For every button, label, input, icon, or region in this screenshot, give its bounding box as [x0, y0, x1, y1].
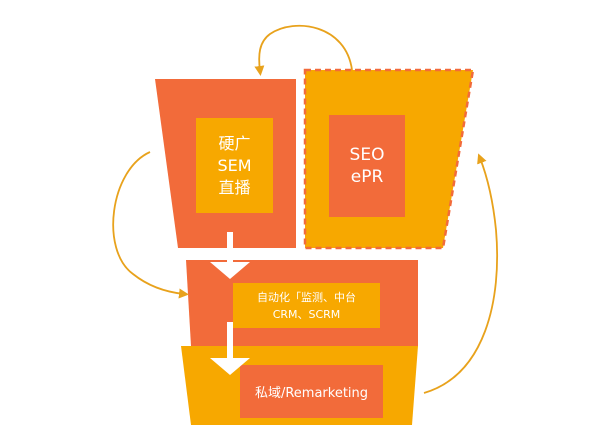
- down-arrow-top-icon: [210, 232, 250, 279]
- organic-box: [329, 115, 405, 217]
- left-loop-arrow-icon: [112, 151, 189, 299]
- automation-line-1: 自动化「监测、中台: [257, 290, 356, 304]
- down-arrow-bottom-icon: [210, 322, 250, 375]
- organic-line-1: SEO: [349, 145, 385, 165]
- private-domain-box: [240, 365, 383, 418]
- paid-box: [196, 118, 273, 213]
- automation-line-2: CRM、SCRM: [272, 307, 341, 321]
- paid-line-3: 直播: [218, 177, 251, 197]
- paid-line-1: 硬广: [218, 133, 251, 153]
- private-domain-label: 私域/Remarketing: [240, 365, 383, 418]
- automation-box: [233, 283, 380, 328]
- paid-line-2: SEM: [217, 155, 252, 175]
- organic-line-2: ePR: [350, 167, 384, 187]
- top-loop-arrow-icon: [254, 24, 353, 76]
- automation-label: 自动化「监测、中台 CRM、SCRM: [233, 283, 380, 328]
- private-domain-text: 私域/Remarketing: [254, 386, 369, 401]
- paid-label: 硬广 SEM 直播: [196, 118, 273, 213]
- organic-label: SEO ePR: [329, 115, 405, 217]
- right-loop-arrow-icon: [423, 153, 499, 394]
